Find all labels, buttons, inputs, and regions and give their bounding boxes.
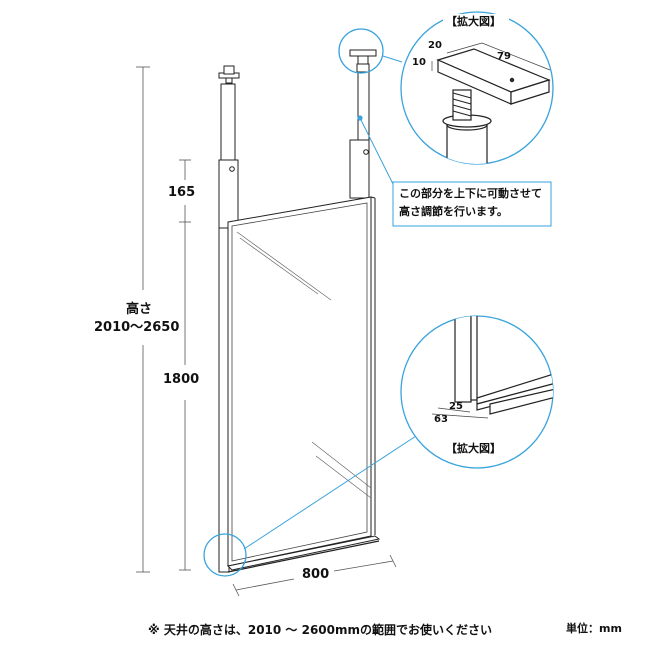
mirror-width-label: 800	[302, 567, 330, 582]
bottom-leader-line	[243, 435, 417, 550]
top-leader-line	[382, 55, 403, 63]
callout-line-2: 高さ調節を行います。	[399, 205, 508, 218]
top-zoom-detail	[400, 11, 554, 165]
footer-note: ※ 天井の高さは、2010 〜 2600mmの範囲でお使いください	[148, 623, 493, 637]
right-post	[349, 49, 377, 199]
bottom-dim-63: 63	[434, 414, 448, 425]
mirror-panel	[226, 196, 381, 573]
unit-label: 単位：mm	[566, 622, 622, 635]
top-segment-label: 165	[168, 185, 196, 200]
segment-dimension-line	[179, 159, 191, 571]
bottom-zoom-badge: 【拡大図】	[446, 442, 501, 455]
mirror-reflection	[236, 231, 372, 499]
height-label: 高さ	[126, 302, 153, 317]
top-zoom-badge: 【拡大図】	[446, 15, 501, 28]
width-dimension-line	[232, 554, 397, 597]
adjust-point-dot	[357, 115, 363, 121]
height-dimension-line	[136, 66, 150, 573]
bottom-highlight-circle	[203, 533, 247, 577]
bottom-zoom-detail	[400, 315, 554, 469]
top-zoom-badge-bg	[443, 14, 509, 31]
top-dim-20: 20	[428, 40, 442, 51]
height-range-label: 2010〜2650	[94, 320, 180, 335]
bottom-dim-25: 25	[449, 401, 463, 412]
adjust-callout-box	[392, 181, 552, 227]
top-dim-79: 79	[497, 51, 511, 62]
callout-line-1: この部分を上下に可動させて	[399, 187, 542, 200]
adjust-leader-line	[360, 119, 395, 187]
top-highlight-circle	[338, 28, 384, 74]
bottom-zoom-badge-bg	[443, 441, 509, 458]
mirror-height-label: 1800	[163, 372, 200, 387]
top-dim-10: 10	[412, 57, 426, 68]
